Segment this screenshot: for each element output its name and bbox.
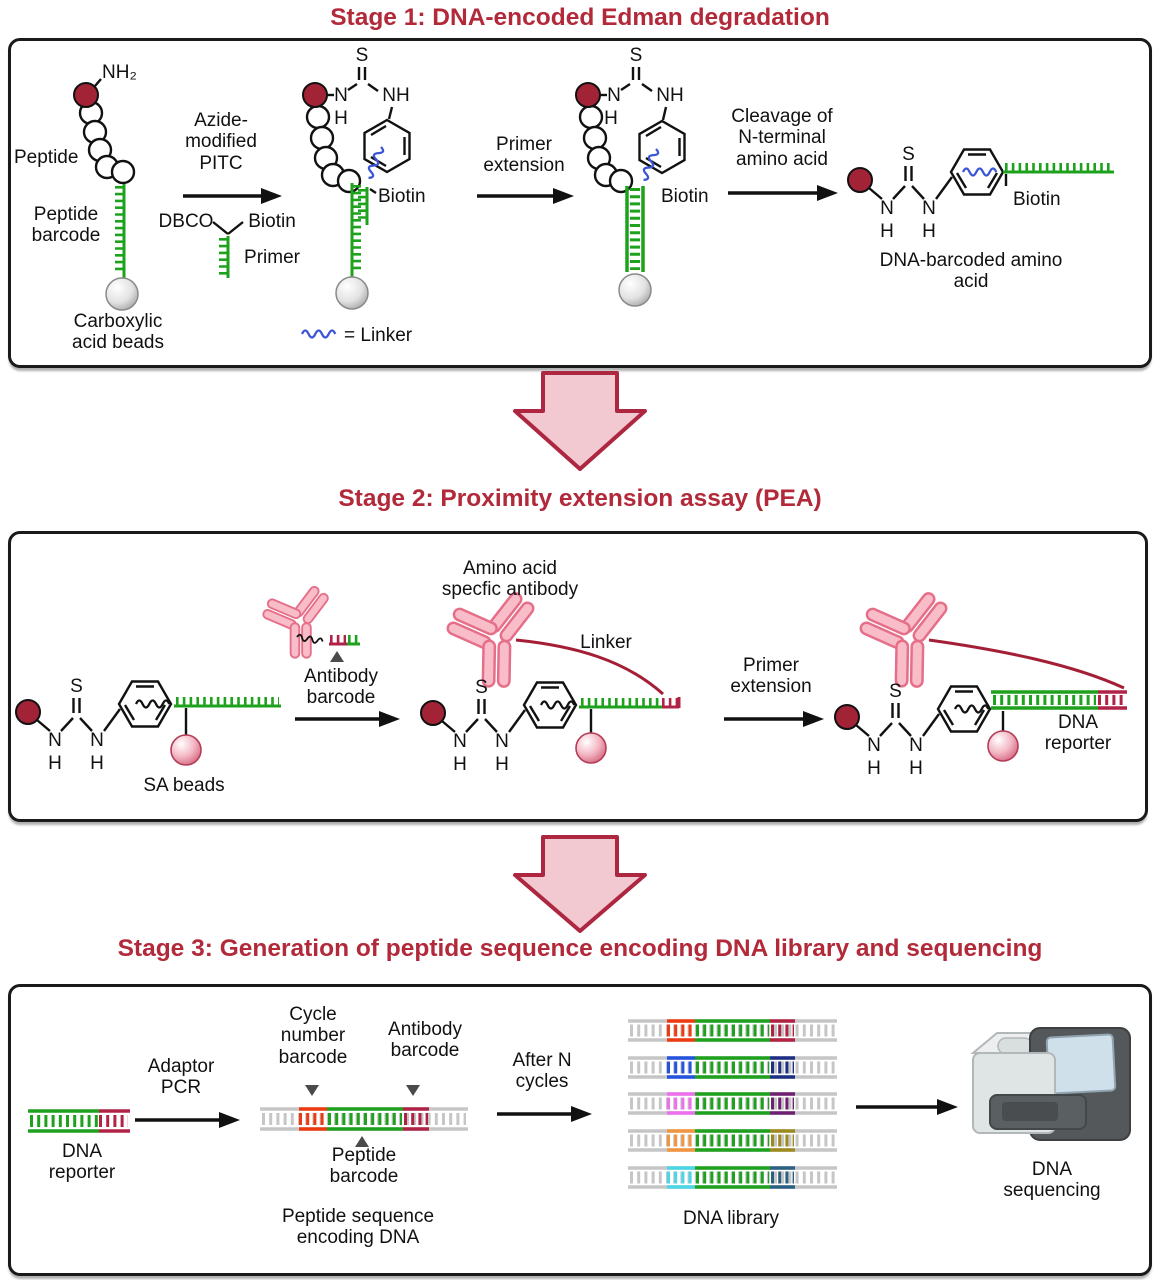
atom-n: N [334, 85, 348, 106]
biotin-label: Biotin [661, 186, 709, 207]
antibody-barcode-pointer [406, 1085, 420, 1096]
stage3-panel [8, 984, 1152, 1276]
library-to-sequencer-arrow [856, 1099, 958, 1115]
stage1-to-stage2-arrow [513, 371, 647, 471]
sa-bead [170, 734, 202, 766]
amino-acid-antibody-label: Amino acid specfic antibody [441, 558, 579, 601]
dna-reporter-label: DNA reporter [1044, 712, 1112, 755]
dna-library-label: DNA library [682, 1208, 780, 1229]
stage1-title: Stage 1: DNA-encoded Edman degradation [330, 4, 830, 31]
antibody-linker-curve [928, 638, 1125, 690]
primer-extension-label: Primer extension [483, 134, 565, 177]
dna-reporter-duplex [28, 1109, 130, 1133]
atom-h: H [334, 108, 348, 129]
stage2-antibody-bound-complex [421, 585, 681, 775]
stage1-cleavage-arrow [728, 185, 838, 201]
linker-label: Linker [580, 632, 632, 653]
peptide-barcode-pointer [355, 1136, 369, 1147]
primer-extension-label: Primer extension [730, 655, 812, 698]
dna-barcoded-amino-acid-label: DNA-barcoded amino acid [879, 250, 1063, 293]
dna-sequencing-label: DNA sequencing [1003, 1159, 1101, 1202]
cycle-barcode-pointer [305, 1085, 319, 1096]
antibody-barcode-pointer [330, 651, 344, 662]
biotin-reagent-label: Biotin [248, 211, 296, 232]
stage2-antibody-arrow [295, 711, 400, 727]
after-n-cycles-arrow [497, 1106, 592, 1122]
stage2-primer-extension-arrow [724, 711, 824, 727]
linker-legend-squiggle [300, 329, 337, 339]
carboxylic-bead [105, 277, 139, 311]
peptide-sequence-encoding-label: Peptide sequence encoding DNA [281, 1206, 435, 1249]
stage2-title: Stage 2: Proximity extension assay (PEA) [338, 485, 822, 512]
stage1-pitc-adduct: N H S NH [302, 45, 411, 310]
carboxylic-beads-label: Carboxylic acid beads [72, 311, 164, 354]
cycle-number-barcode-label: Cycle number barcode [278, 1004, 348, 1068]
dna-reporter-label: DNA reporter [48, 1141, 116, 1184]
stage1-primer-extension-arrow [477, 188, 574, 204]
atom-h: H [604, 108, 618, 129]
sa-bead [987, 730, 1019, 762]
atom-nh: NH [656, 85, 683, 106]
antibody-barcode-label: Antibody barcode [388, 1019, 462, 1062]
library-strand [628, 1166, 837, 1189]
stage3-title: Stage 3: Generation of peptide sequence … [117, 935, 1043, 962]
azide-pitc-label: Azide- modified PITC [185, 110, 257, 174]
biotin-label: Biotin [378, 186, 426, 207]
dbco-biotin-primer-reagent [212, 221, 244, 278]
sa-beads-label: SA beads [143, 775, 225, 796]
antibody-linker-curve [515, 638, 664, 696]
stage2-panel [8, 531, 1148, 822]
dbco-label: DBCO [158, 211, 214, 232]
stage1-product [848, 144, 1114, 242]
nh2-label: NH₂ [102, 62, 137, 83]
primer-reagent-label: Primer [244, 247, 300, 268]
atom-nh: NH [382, 85, 409, 106]
stage1-azide-pitc-arrow [183, 188, 282, 204]
dna-sequencer-illustration [970, 1027, 1131, 1141]
atom-s: S [356, 45, 369, 66]
peptide-sequence-encoding-duplex [260, 1085, 468, 1147]
adaptor-pcr-label: Adaptor PCR [147, 1056, 215, 1099]
antibody-barcode-label: Antibody barcode [304, 666, 378, 709]
linker-legend-label: = Linker [344, 325, 413, 346]
library-strand [628, 1056, 837, 1079]
sa-bead [575, 732, 607, 764]
library-strand [628, 1129, 837, 1152]
atom-s: S [630, 45, 643, 66]
stage2-extended-complex [835, 585, 1127, 779]
after-n-cycles-label: After N cycles [512, 1050, 572, 1093]
barcoded-antibody-reagent [256, 581, 360, 669]
peptide-label: Peptide [14, 147, 79, 168]
carboxylic-bead [618, 273, 652, 307]
atom-n: N [607, 85, 621, 106]
carboxylic-bead [335, 276, 369, 310]
peptide-barcode-label: Peptide barcode [31, 204, 101, 247]
library-strand [628, 1092, 837, 1115]
stage2-substrate-on-sa-bead [16, 676, 281, 774]
biotin-label: Biotin [1013, 189, 1061, 210]
stage1-extended-adduct: N H S NH [575, 45, 686, 307]
peptide-barcode-label: Peptide barcode [329, 1145, 399, 1188]
adaptor-pcr-arrow [135, 1112, 240, 1128]
library-strand [628, 1019, 837, 1042]
dna-library-strands [628, 1019, 837, 1189]
stage2-to-stage3-arrow [513, 835, 647, 933]
stage1-peptide-on-bead [73, 78, 139, 311]
cleavage-label: Cleavage of N-terminal amino acid [731, 106, 833, 170]
